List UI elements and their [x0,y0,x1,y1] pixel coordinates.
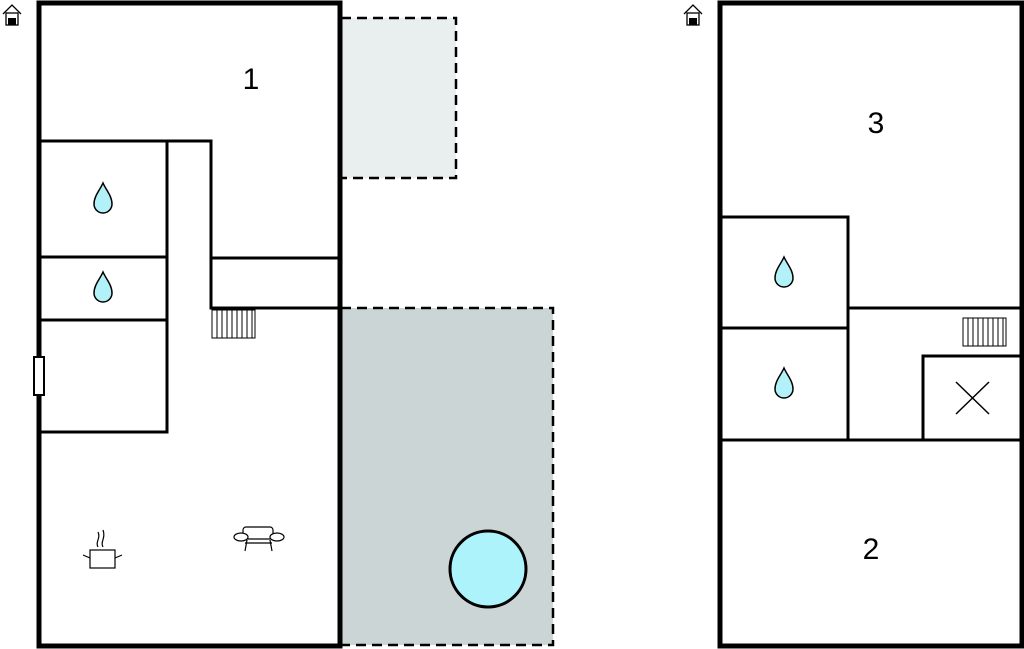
water-drop-icon [774,366,794,399]
stairs-icon [211,309,256,339]
ground-floor-inner-wall [40,141,169,434]
ground-floor-inner-wall [40,139,340,310]
room-label-1: 1 [243,63,260,96]
water-drop-icon [93,181,113,214]
entrance-door [33,356,45,396]
upper-floor [717,0,1024,649]
ground-floor [33,0,343,649]
house-icon [2,4,22,26]
terrace-upper [339,16,458,180]
water-drop-icon [93,270,113,303]
upper-floor-inner-wall [921,354,1022,440]
upper-floor-outer-wall [717,0,1024,649]
void-cross-icon [955,381,990,415]
upper-floor-inner-wall [722,215,850,440]
house-icon [683,4,703,26]
stairs-icon [962,317,1007,347]
sofa-icon [233,526,285,552]
water-drop-icon [774,255,794,288]
room-label-3: 3 [868,107,885,140]
ground-floor-outer-wall [36,0,343,649]
pool-icon [448,529,528,609]
terrace-pool-area [339,306,555,647]
cooking-pot-icon [82,529,123,569]
room-label-2: 2 [863,533,880,566]
